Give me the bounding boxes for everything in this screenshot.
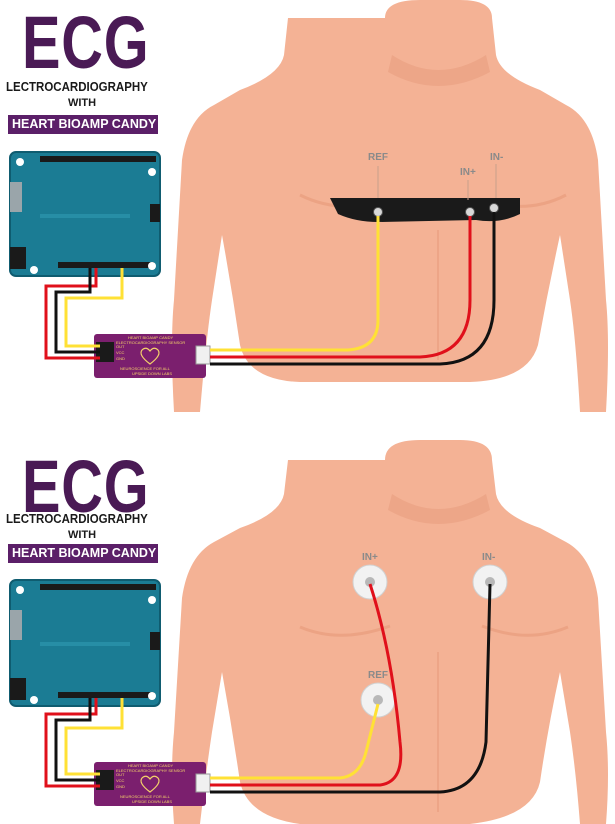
neck-shade xyxy=(388,55,490,86)
title-ecg: ECG xyxy=(22,1,150,84)
header-top xyxy=(40,156,156,162)
lead-label-in-plus: IN+ xyxy=(362,552,378,563)
wire-arduino-red xyxy=(44,268,100,360)
wire-ref-yellow xyxy=(210,216,380,352)
bioamp-sensor: HEART BIOAMP CANDY ELECTROCARDIOGRAPHY S… xyxy=(94,334,211,378)
pec-shade-right xyxy=(481,624,569,637)
sensor-tagline: NEUROSCIENCE FOR ALL xyxy=(120,794,171,799)
icsp-header xyxy=(150,632,160,650)
sensor-title: HEART BIOAMP CANDY xyxy=(128,763,173,768)
electrode-ref xyxy=(360,682,396,718)
arduino-board xyxy=(9,151,161,277)
heart-icon xyxy=(140,775,160,793)
sensor-pin-header xyxy=(96,342,114,362)
neck-shade xyxy=(388,494,490,524)
power-jack xyxy=(10,247,26,269)
wire-arduino-black xyxy=(54,698,100,782)
lead-label-in-minus: IN- xyxy=(482,552,495,563)
electrode-in-plus xyxy=(352,564,388,600)
electrode-ref xyxy=(373,207,383,217)
wire-arduino-black xyxy=(54,268,100,354)
bioamp-sensor: HEART BIOAMP CANDY ELECTROCARDIOGRAPHY S… xyxy=(94,762,211,806)
title-electrocardiography: LECTROCARDIOGRAPHY xyxy=(6,512,148,526)
usb-port xyxy=(10,610,22,640)
lead-label-in-plus: IN+ xyxy=(460,167,476,178)
usb-port xyxy=(10,182,22,212)
heart-icon xyxy=(140,347,160,365)
title-ecg: ECG xyxy=(22,445,150,528)
sensor-pin-header xyxy=(96,770,114,790)
torso xyxy=(172,440,608,824)
sensor-connector xyxy=(195,773,211,793)
wire-arduino-yellow xyxy=(64,268,124,348)
title-electrocardiography: LECTROCARDIOGRAPHY xyxy=(6,80,148,94)
sensor-subtitle: ELECTROCARDIOGRAPHY SENSOR xyxy=(116,768,185,773)
electrode-in-minus xyxy=(489,203,499,213)
pec-shade-left xyxy=(299,624,391,637)
sensor-maker: UPSIDE DOWN LABS xyxy=(132,371,172,376)
sensor-pin-vcc: VCC xyxy=(116,350,125,355)
wire-ref-yellow xyxy=(210,703,380,780)
power-jack xyxy=(10,678,26,700)
sensor-title: HEART BIOAMP CANDY xyxy=(128,335,173,340)
sensor-pin-out: OUT xyxy=(116,344,125,349)
wire-in-plus-red xyxy=(210,216,472,359)
diagram-chest-strap: REF IN+ IN- HEART BIOAMP CANDY ELECTROCA… xyxy=(9,0,608,412)
electrode-in-plus xyxy=(465,207,475,217)
electrode-in-minus xyxy=(472,564,508,600)
sensor-pin-gnd: GND xyxy=(116,356,125,361)
sensor-pin-vcc: VCC xyxy=(116,778,125,783)
arduino-board xyxy=(9,579,161,707)
lead-label-ref: REF xyxy=(368,152,388,163)
wire-in-minus-black xyxy=(210,212,496,366)
sensor-maker: UPSIDE DOWN LABS xyxy=(132,799,172,804)
wire-arduino-red xyxy=(44,698,100,788)
wire-arduino-yellow xyxy=(64,698,124,776)
lead-label-in-minus: IN- xyxy=(490,152,503,163)
sensor-subtitle: ELECTROCARDIOGRAPHY SENSOR xyxy=(116,340,185,345)
wire-in-minus-black xyxy=(210,583,492,794)
panel-chest-strap: REF IN+ IN- HEART BIOAMP CANDY ELECTROCA… xyxy=(6,0,608,412)
diagram-gel-electrodes: IN+ IN- REF HEART BIOAMP CANDY ELECTROCA… xyxy=(9,440,608,824)
panel-gel-electrodes: IN+ IN- REF HEART BIOAMP CANDY ELECTROCA… xyxy=(0,412,615,824)
sensor-connector xyxy=(195,345,211,365)
title-product-band: HEART BIOAMP CANDY xyxy=(8,544,158,563)
title-with: WITH xyxy=(67,97,97,109)
sensor-pin-gnd: GND xyxy=(116,784,125,789)
sensor-pin-out: OUT xyxy=(116,772,125,777)
wire-in-plus-red xyxy=(210,583,403,787)
title-with: WITH xyxy=(67,529,97,541)
sensor-tagline: NEUROSCIENCE FOR ALL xyxy=(120,366,171,371)
icsp-header xyxy=(150,204,160,222)
header-bottom xyxy=(58,262,154,268)
lead-label-ref: REF xyxy=(368,670,388,681)
header-top xyxy=(40,584,156,590)
header-bottom xyxy=(58,692,154,698)
title-product-band: HEART BIOAMP CANDY xyxy=(8,115,158,134)
